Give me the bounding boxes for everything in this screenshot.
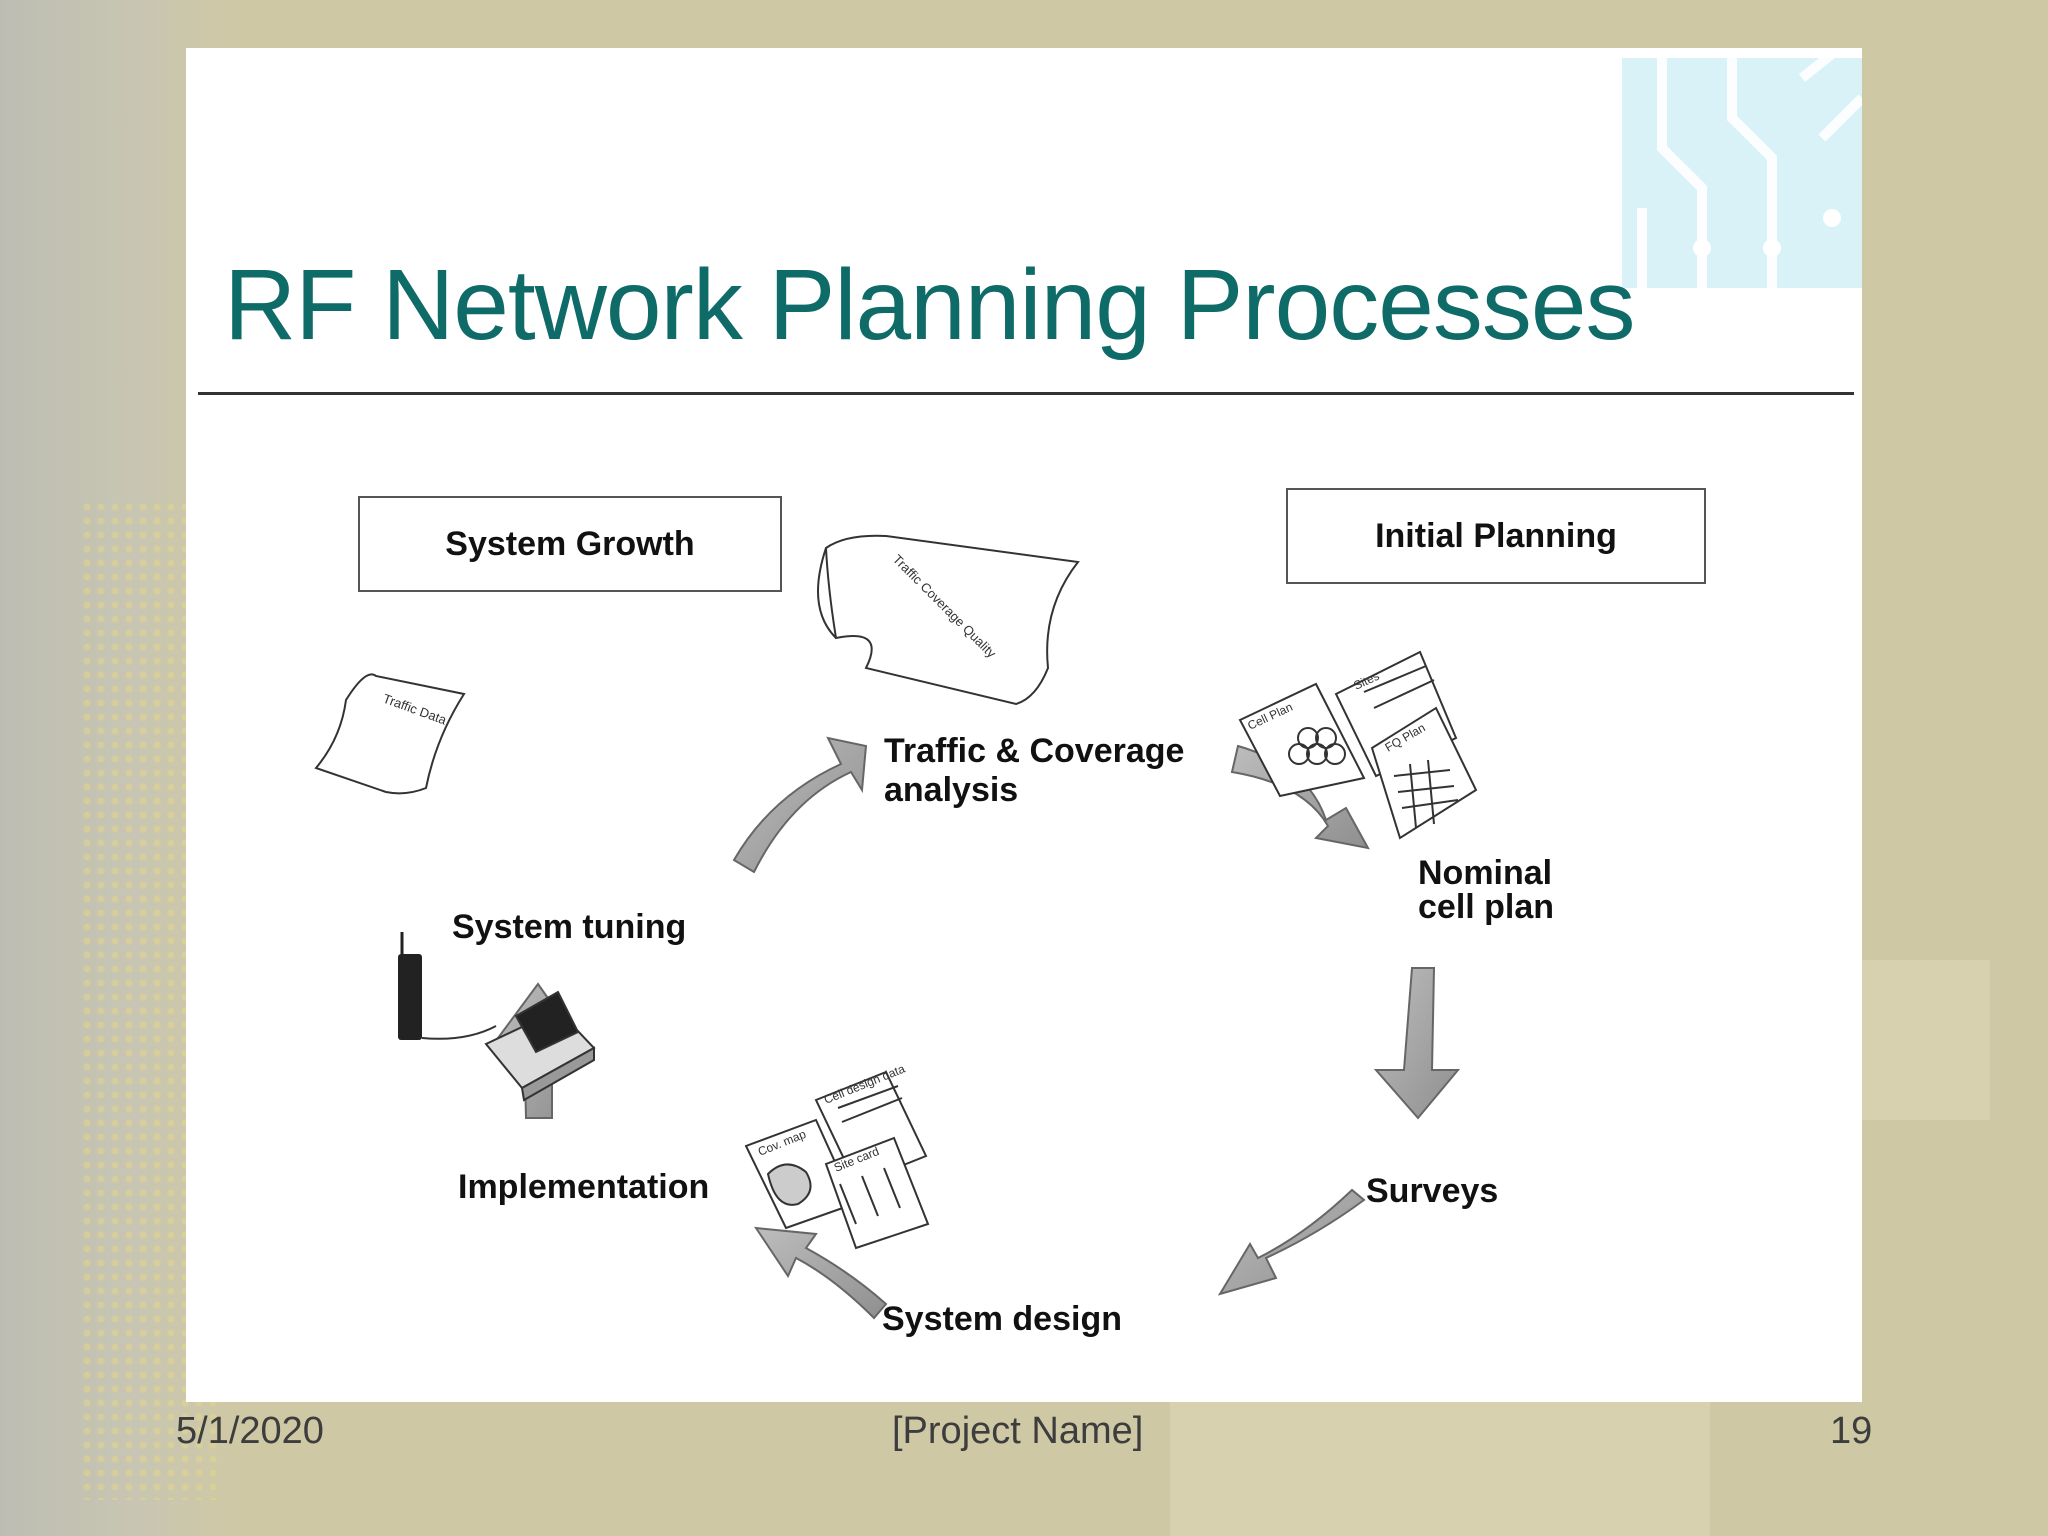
traffic-coverage-analysis-label: Traffic & Coverage analysis [884, 732, 1184, 810]
slide: RF Network Planning Processes [186, 34, 1866, 1402]
arrow-design-to-implementation [753, 1226, 888, 1320]
nominal-line2: cell plan [1418, 888, 1555, 926]
cell-plan-documents: Cell Plan Sites FQ Plan [1238, 650, 1478, 840]
circuit-decoration [1622, 34, 1866, 288]
traffic-coverage-line2: analysis [884, 771, 1019, 810]
laptop-icon [484, 990, 596, 1102]
traffic-coverage-quality-document: Traffic Coverage Quality [817, 534, 1080, 706]
implementation-label: Implementation [458, 1168, 710, 1206]
traffic-data-document: Traffic Data [314, 673, 466, 795]
system-growth-box: System Growth [358, 496, 782, 592]
nominal-cell-plan-label: Nominal cell plan [1418, 856, 1554, 924]
footer-date: 5/1/2020 [176, 1410, 324, 1452]
arrow-tuning-to-traffic [732, 736, 868, 874]
arrow-nominal-to-surveys [1373, 967, 1461, 1120]
slide-title: RF Network Planning Processes [224, 249, 1635, 361]
footer-project-name: [Project Name] [892, 1410, 1144, 1452]
system-tuning-label: System tuning [452, 908, 687, 946]
initial-planning-box: Initial Planning [1286, 488, 1706, 584]
background-block [1170, 1400, 1710, 1536]
nominal-line1: Nominal [1418, 854, 1553, 892]
title-divider [198, 392, 1854, 395]
arrow-surveys-to-design [1217, 1188, 1366, 1296]
traffic-coverage-line1: Traffic & Coverage [884, 732, 1185, 770]
phone-icon [398, 932, 497, 1040]
system-design-documents: Cov. map Cell design data Site card [744, 1061, 930, 1250]
surveys-label: Surveys [1366, 1172, 1499, 1210]
planning-cycle-diagram: Traffic Data Traffic Coverage Quality Ce… [314, 534, 1478, 1320]
footer-page-number: 19 [1830, 1410, 1873, 1452]
system-design-label: System design [882, 1300, 1122, 1338]
